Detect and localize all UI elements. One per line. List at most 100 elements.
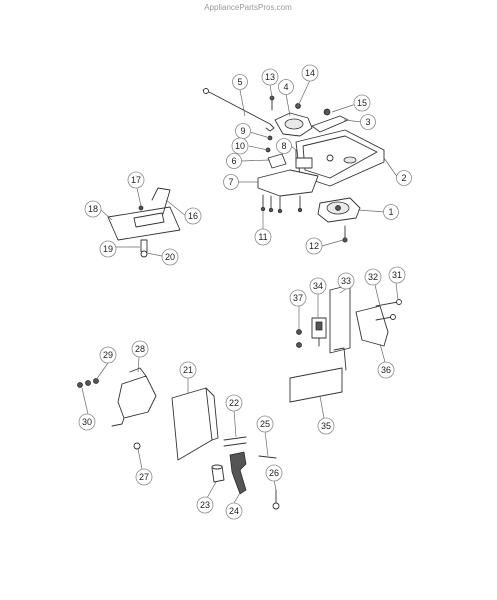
part-lever-24 — [229, 451, 247, 495]
part-pin-20 — [140, 239, 148, 253]
callout-9: 9 — [235, 123, 251, 139]
pins-22 — [223, 436, 247, 447]
svg-text:31: 31 — [392, 270, 402, 280]
callout-24: 24 — [225, 502, 243, 520]
svg-text:12: 12 — [309, 241, 319, 251]
svg-text:3: 3 — [365, 117, 370, 127]
main-bracket-assembly — [202, 88, 385, 243]
svg-text:37: 37 — [293, 293, 303, 303]
callout-10: 10 — [231, 137, 249, 155]
callout-8: 8 — [276, 138, 292, 154]
callout-16: 16 — [184, 207, 202, 225]
svg-text:22: 22 — [229, 398, 239, 408]
svg-text:30: 30 — [82, 417, 92, 427]
callout-14: 14 — [301, 64, 319, 82]
part-clip-6 — [267, 153, 287, 169]
tray-boss — [326, 154, 334, 162]
part-bracket-3 — [311, 115, 349, 133]
callout-1: 1 — [383, 204, 399, 220]
svg-text:18: 18 — [88, 204, 98, 214]
part-bracket-36 — [355, 305, 389, 347]
callout-21: 21 — [179, 361, 197, 379]
callout-12: 12 — [305, 237, 323, 255]
callout-19: 19 — [99, 240, 117, 258]
svg-text:21: 21 — [183, 365, 193, 375]
part-cover-tab — [333, 347, 347, 371]
screw-15 — [323, 108, 331, 116]
callout-35: 35 — [317, 417, 335, 435]
part-rod — [202, 89, 275, 132]
part-bracket-7 — [257, 169, 319, 197]
callout-29: 29 — [99, 346, 117, 364]
callout-22: 22 — [225, 394, 243, 412]
part-switch-housing-28 — [111, 367, 157, 427]
washer-27 — [133, 442, 141, 450]
svg-text:24: 24 — [229, 506, 239, 516]
callout-13: 13 — [261, 68, 279, 86]
screws-11 — [260, 194, 303, 214]
callout-17: 17 — [127, 171, 145, 189]
svg-text:6: 6 — [231, 156, 236, 166]
svg-text:8: 8 — [281, 141, 286, 151]
svg-text:16: 16 — [188, 211, 198, 221]
callout-2: 2 — [396, 170, 412, 186]
gear-hole — [284, 118, 304, 130]
callout-6: 6 — [226, 153, 242, 169]
callout-25: 25 — [256, 415, 274, 433]
rod-end — [203, 88, 209, 94]
svg-text:36: 36 — [381, 365, 391, 375]
tray-hole — [343, 156, 357, 164]
svg-text:14: 14 — [305, 68, 315, 78]
svg-text:32: 32 — [368, 272, 378, 282]
svg-text:5: 5 — [237, 77, 242, 87]
pin-20-head — [140, 250, 148, 258]
callout-15: 15 — [353, 94, 371, 112]
svg-text:28: 28 — [135, 344, 145, 354]
callout-34: 34 — [309, 277, 327, 295]
callout-30: 30 — [78, 413, 96, 431]
callout-3: 3 — [360, 114, 376, 130]
nut-37a — [296, 329, 302, 335]
callout-26: 26 — [265, 464, 283, 482]
svg-text:17: 17 — [131, 175, 141, 185]
svg-text:35: 35 — [321, 421, 331, 431]
part-knob-23 — [211, 464, 225, 483]
screw-17 — [138, 205, 144, 211]
part-motor — [317, 197, 361, 223]
actuator-assembly — [289, 284, 402, 403]
svg-text:13: 13 — [265, 72, 275, 82]
svg-text:19: 19 — [103, 244, 113, 254]
part-switch-block — [295, 157, 313, 169]
callout-18: 18 — [84, 200, 102, 218]
callout-37: 37 — [289, 289, 307, 307]
svg-text:26: 26 — [269, 468, 279, 478]
leader-lines — [81, 79, 399, 504]
svg-text:9: 9 — [240, 126, 245, 136]
callout-23: 23 — [196, 496, 214, 514]
callout-36: 36 — [377, 361, 395, 379]
svg-text:33: 33 — [341, 276, 351, 286]
callout-4: 4 — [278, 79, 294, 95]
lever-assembly — [107, 187, 181, 258]
svg-text:10: 10 — [235, 141, 245, 151]
callout-5: 5 — [232, 74, 248, 90]
part-switch-34 — [311, 317, 327, 347]
screw-12 — [342, 237, 348, 243]
part-slider — [133, 212, 165, 228]
svg-text:2: 2 — [401, 173, 406, 183]
callout-28: 28 — [131, 340, 149, 358]
svg-text:15: 15 — [357, 98, 367, 108]
callout-11: 11 — [254, 228, 272, 246]
callout-7: 7 — [223, 174, 239, 190]
pin-25 — [258, 455, 277, 459]
nuts-30 — [77, 378, 99, 388]
callouts: 1 2 3 4 5 6 7 8 9 10 11 12 13 14 15 16 1… — [78, 64, 412, 520]
part-plate-33 — [329, 284, 351, 354]
callout-31: 31 — [388, 266, 406, 284]
svg-text:27: 27 — [139, 472, 149, 482]
svg-text:20: 20 — [165, 252, 175, 262]
svg-text:23: 23 — [200, 500, 210, 510]
nut-37b — [296, 342, 302, 348]
part-cover-35 — [289, 367, 343, 403]
